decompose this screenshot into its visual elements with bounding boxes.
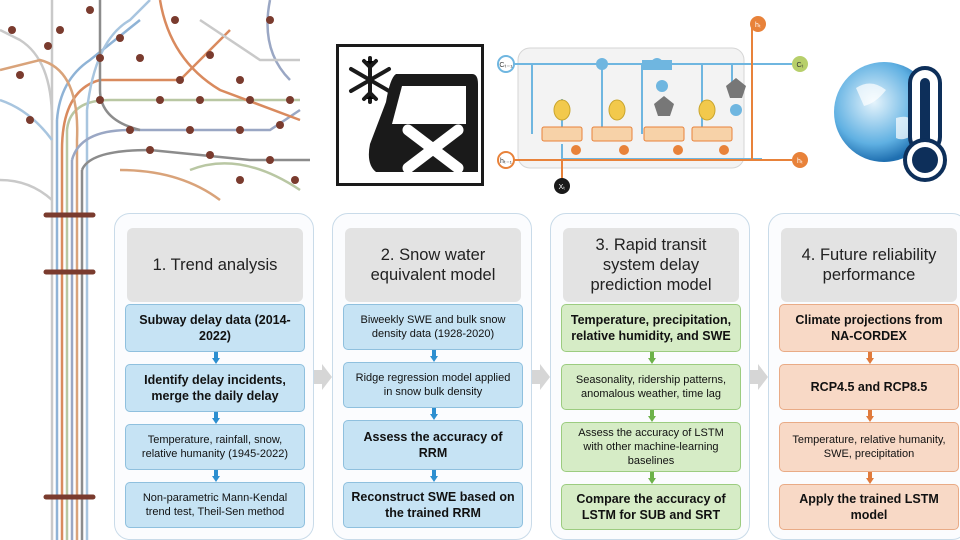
- arrow-down-icon: [866, 352, 874, 364]
- arrow-down-icon: [430, 408, 438, 420]
- arrow-down-icon: [648, 472, 656, 484]
- step-box: Biweekly SWE and bulk snow density data …: [343, 304, 523, 350]
- arrow-right-icon: [530, 364, 550, 390]
- lstm-x-label: Xₜ: [559, 184, 566, 191]
- step-box: Seasonality, ridership patterns, anomalo…: [561, 364, 741, 410]
- column-delay-prediction-model: 3. Rapid transit system delay prediction…: [550, 213, 750, 540]
- arrow-down-icon: [430, 350, 438, 362]
- step-box: RCP4.5 and RCP8.5: [779, 364, 959, 410]
- step-box: Assess the accuracy of RRM: [343, 420, 523, 470]
- arrow-down-icon: [866, 472, 874, 484]
- lstm-h-prev-label: hₜ₋₁: [500, 158, 513, 165]
- arrow-down-icon: [212, 352, 220, 364]
- arrow-down-icon: [212, 470, 220, 482]
- column-title: 2. Snow water equivalent model: [345, 228, 521, 302]
- column-title: 1. Trend analysis: [127, 228, 303, 302]
- arrow-down-icon: [430, 470, 438, 482]
- lstm-c-next-label: Cₜ: [796, 62, 803, 69]
- step-box: Temperature, rainfall, snow, relative hu…: [125, 424, 305, 470]
- arrow-right-icon: [312, 364, 332, 390]
- step-box: Ridge regression model applied in snow b…: [343, 362, 523, 408]
- step-box: Apply the trained LSTM model: [779, 484, 959, 530]
- step-box: Compare the accuracy of LSTM for SUB and…: [561, 484, 741, 530]
- lstm-cell-diagram: Cₜ₋₁ hₜ₋₁ Cₜ hₜ hₜ Xₜ: [497, 16, 808, 194]
- step-box: Temperature, relative humanity, SWE, pre…: [779, 422, 959, 472]
- arrow-down-icon: [212, 412, 220, 424]
- step-box: Reconstruct SWE based on the trained RRM: [343, 482, 523, 528]
- column-trend-analysis: 1. Trend analysis Subway delay data (201…: [114, 213, 314, 540]
- lstm-c-prev-label: Cₜ₋₁: [499, 62, 513, 69]
- step-box: Identify delay incidents, merge the dail…: [125, 364, 305, 412]
- lstm-h-top-label: hₜ: [755, 22, 761, 29]
- arrow-down-icon: [866, 410, 874, 422]
- step-box: Temperature, precipitation, relative hum…: [561, 304, 741, 352]
- column-snow-water-equivalent: 2. Snow water equivalent model Biweekly …: [332, 213, 532, 540]
- column-title: 3. Rapid transit system delay prediction…: [563, 228, 739, 302]
- lstm-h-next-label: hₜ: [797, 158, 803, 165]
- arrow-right-icon: [748, 364, 768, 390]
- arrow-down-icon: [648, 352, 656, 364]
- step-box: Assess the accuracy of LSTM with other m…: [561, 422, 741, 472]
- column-future-reliability: 4. Future reliability performance Climat…: [768, 213, 960, 540]
- snowflake-icon: [349, 56, 391, 104]
- subway-map-illustration: [0, 0, 310, 540]
- step-box: Subway delay data (2014-2022): [125, 304, 305, 352]
- column-title: 4. Future reliability performance: [781, 228, 957, 302]
- globe-thermometer-icon: [834, 62, 947, 182]
- arrow-down-icon: [648, 410, 656, 422]
- step-box: Climate projections from NA-CORDEX: [779, 304, 959, 352]
- step-box: Non-parametric Mann-Kendal trend test, T…: [125, 482, 305, 528]
- train-cancelled-icon: [336, 44, 484, 186]
